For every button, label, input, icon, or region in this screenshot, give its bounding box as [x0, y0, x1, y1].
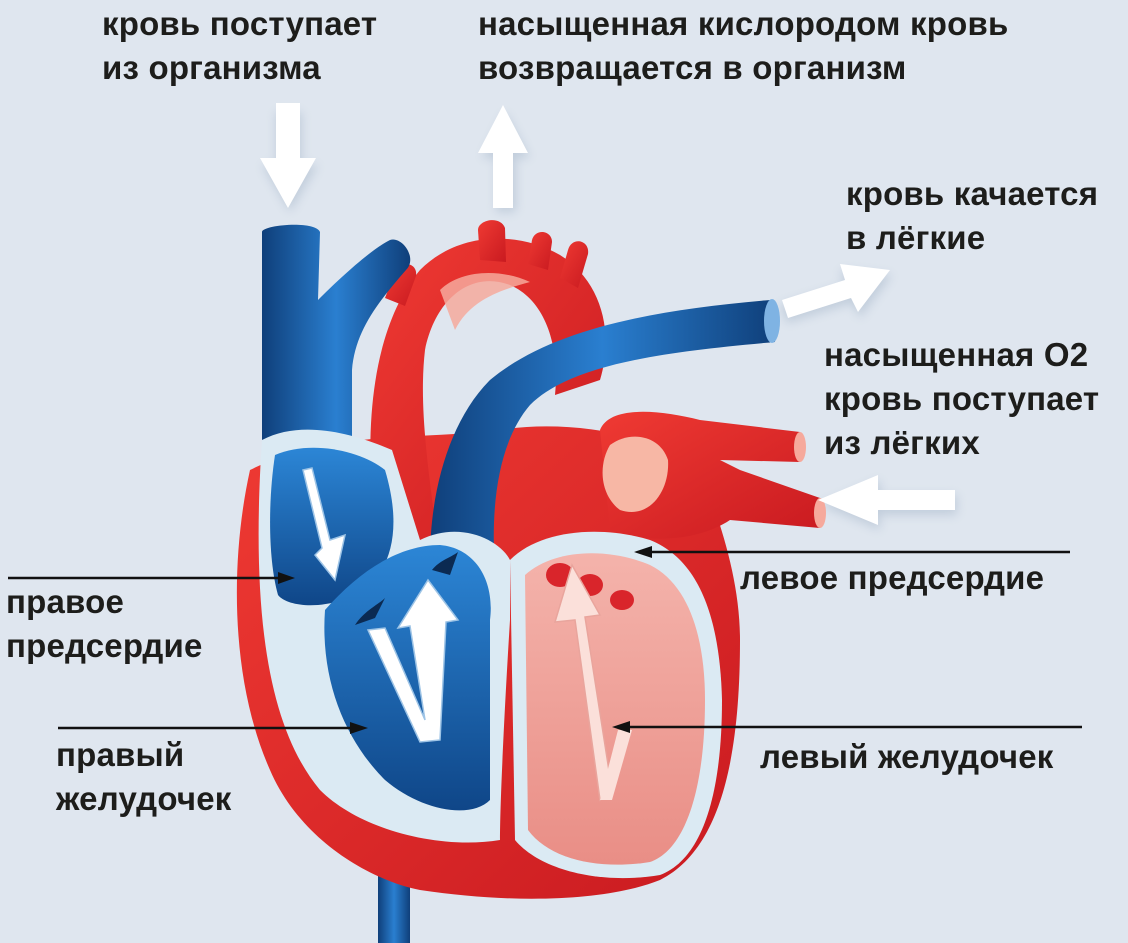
- label-to-lungs: кровь качается в лёгкие: [846, 172, 1098, 260]
- label-blood-in-body-line1: кровь поступает: [102, 5, 378, 42]
- arrow-from-lungs: [818, 475, 955, 525]
- pulmonary-artery: [430, 300, 775, 570]
- pulmonary-artery-opening: [764, 299, 780, 343]
- arrow-blood-out-body: [478, 105, 528, 208]
- label-right-atrium: правое предсердие: [6, 580, 203, 668]
- label-from-lungs-line1: насыщенная О2: [824, 336, 1089, 373]
- label-blood-in-body: кровь поступает из организма: [102, 2, 377, 90]
- label-right-ventricle-line1: правый: [56, 736, 185, 773]
- mitral-valve-3: [610, 590, 634, 610]
- internal-flow-arrows: [302, 467, 460, 743]
- aorta-branch-4: [385, 264, 417, 306]
- atrium-flow-arrow: [302, 467, 347, 582]
- pulmonary-vein-opening-1: [794, 432, 806, 462]
- aorta-branch-3: [560, 241, 589, 288]
- left-ventricle-chamber: [525, 553, 705, 865]
- ventricle-flow-arrow: [366, 578, 460, 743]
- external-flow-arrows: [260, 103, 955, 525]
- label-left-atrium: левое предсердие: [740, 556, 1044, 600]
- label-right-atrium-line2: предсердие: [6, 627, 203, 664]
- pulmonary-valve-mark: [432, 552, 458, 575]
- label-left-ventricle: левый желудочек: [760, 735, 1054, 779]
- label-right-ventricle-line2: желудочек: [56, 780, 232, 817]
- right-atrium-chamber: [270, 447, 394, 606]
- label-to-lungs-line2: в лёгкие: [846, 219, 986, 256]
- aorta-branch-1: [478, 220, 506, 262]
- label-blood-out-body-line2: возвращается в организм: [478, 49, 907, 86]
- tricuspid-valve-mark: [355, 598, 385, 625]
- label-right-ventricle: правый желудочек: [56, 733, 232, 821]
- arrow-to-lungs: [782, 264, 890, 318]
- label-blood-out-body-line1: насыщенная кислородом кровь: [478, 5, 1009, 42]
- aorta-branch-2: [528, 231, 552, 270]
- label-from-lungs-line2: кровь поступает: [824, 380, 1100, 417]
- label-left-ventricle-line1: левый желудочек: [760, 738, 1054, 775]
- label-from-lungs-line3: из лёгких: [824, 424, 980, 461]
- arrow-blood-in-body: [260, 103, 316, 208]
- left-atrium-highlight: [602, 436, 669, 512]
- label-blood-out-body: насыщенная кислородом кровь возвращается…: [478, 2, 1008, 90]
- aorta-highlight: [440, 272, 530, 330]
- label-to-lungs-line1: кровь качается: [846, 175, 1099, 212]
- label-left-atrium-line1: левое предсердие: [740, 559, 1045, 596]
- label-from-lungs: насыщенная О2 кровь поступает из лёгких: [824, 333, 1099, 465]
- pulmonary-vein-opening-2: [814, 498, 826, 528]
- left-ventricle-flow-tail: [600, 730, 632, 800]
- left-ventricle-flow-arrow: [553, 563, 613, 802]
- label-blood-in-body-line2: из организма: [102, 49, 321, 86]
- label-right-atrium-line1: правое: [6, 583, 125, 620]
- inferior-vena-cava: [378, 870, 410, 943]
- aorta: [370, 238, 606, 560]
- pointer-lines: [8, 546, 1082, 734]
